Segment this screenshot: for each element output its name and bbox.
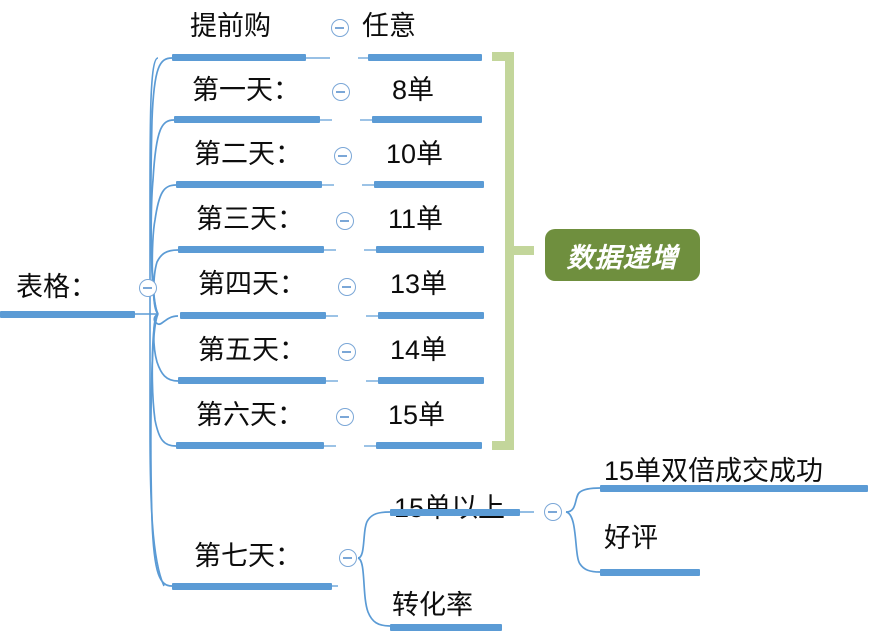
day-collapse-toggle-icon[interactable] <box>338 278 356 296</box>
day-value-bar[interactable] <box>374 181 484 188</box>
header-value-bar[interactable] <box>368 54 482 61</box>
day-collapse-toggle-icon[interactable] <box>332 83 350 101</box>
day-collapse-toggle-icon[interactable] <box>334 147 352 165</box>
day-value-bar[interactable] <box>378 312 484 319</box>
root-collapse-toggle-icon[interactable] <box>139 279 157 297</box>
header-collapse-toggle-icon[interactable] <box>331 19 349 37</box>
leaf-label[interactable]: 15单双倍成交成功 <box>604 456 824 486</box>
bracket-bottom-arm <box>492 441 514 450</box>
bracket-connector-stub <box>514 246 534 255</box>
header-label-bar[interactable] <box>172 54 306 61</box>
day-seven-collapse-toggle-icon[interactable] <box>339 549 357 567</box>
day-value[interactable]: 11单 <box>388 204 444 234</box>
header-label[interactable]: 提前购 <box>190 11 271 41</box>
day-label[interactable]: 第一天： <box>192 75 300 105</box>
day-label-bar[interactable] <box>178 377 326 384</box>
leaf-label[interactable]: 好评 <box>604 523 658 553</box>
day-value[interactable]: 10单 <box>386 139 444 169</box>
day-label-bar[interactable] <box>174 116 320 123</box>
day-label[interactable]: 第三天： <box>196 204 304 234</box>
day-value-bar[interactable] <box>376 246 484 253</box>
day-value[interactable]: 8单 <box>392 75 435 105</box>
bracket-spine <box>505 52 514 450</box>
day-value[interactable]: 14单 <box>390 335 448 365</box>
day-value[interactable]: 15单 <box>388 400 446 430</box>
day-label[interactable]: 第六天： <box>196 400 304 430</box>
day-label[interactable]: 第五天： <box>198 335 306 365</box>
summary-label: 数据递增 <box>566 242 679 273</box>
day-seven-bar[interactable] <box>172 583 332 590</box>
branch-bar[interactable] <box>390 509 520 516</box>
day-value[interactable]: 13单 <box>390 269 448 299</box>
day-value-bar[interactable] <box>372 116 482 123</box>
header-value[interactable]: 任意 <box>362 11 416 41</box>
day-label-bar[interactable] <box>178 246 324 253</box>
day-label[interactable]: 第二天： <box>194 139 302 169</box>
leaf-bar[interactable] <box>600 485 868 492</box>
day-value-bar[interactable] <box>378 377 484 384</box>
day-collapse-toggle-icon[interactable] <box>338 343 356 361</box>
day-collapse-toggle-icon[interactable] <box>336 408 354 426</box>
root-label[interactable]: 表格： <box>16 272 97 302</box>
leaf-bar[interactable] <box>600 569 700 576</box>
summary-node[interactable]: 数据递增 <box>545 229 700 281</box>
day-label-bar[interactable] <box>176 181 322 188</box>
bracket-top-arm <box>492 52 514 61</box>
branch-label[interactable]: 15单以上 <box>394 493 506 523</box>
branch-label[interactable]: 转化率 <box>392 590 473 620</box>
day-seven-label[interactable]: 第七天： <box>194 541 302 571</box>
root-bar[interactable] <box>0 311 135 318</box>
branch-bar[interactable] <box>390 624 502 631</box>
day-label-bar[interactable] <box>180 312 326 319</box>
day-value-bar[interactable] <box>376 442 482 449</box>
day-label-bar[interactable] <box>176 442 324 449</box>
day-label[interactable]: 第四天： <box>198 269 306 299</box>
branch-collapse-toggle-icon[interactable] <box>544 503 562 521</box>
day-collapse-toggle-icon[interactable] <box>336 212 354 230</box>
